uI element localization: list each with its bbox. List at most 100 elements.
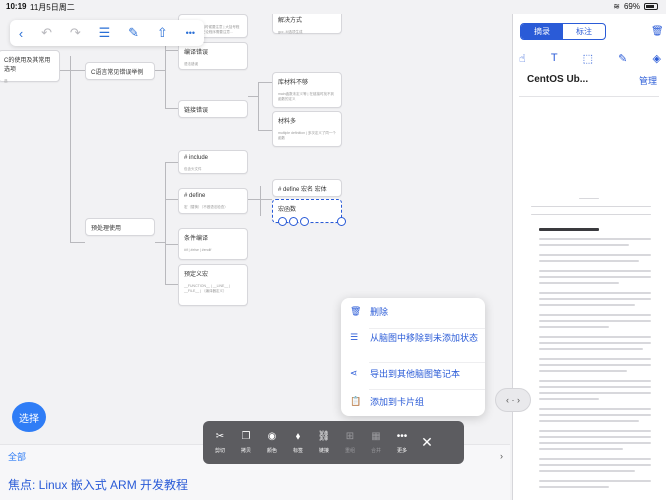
mindmap-node[interactable]: # include 包含头文件 (178, 150, 248, 174)
divider (369, 328, 485, 329)
tag-button[interactable]: ⬧ 标签 (285, 431, 311, 454)
close-icon[interactable]: ✕ (421, 434, 433, 450)
menu-item-delete[interactable]: 🗑 删除 (341, 306, 485, 328)
text-line (539, 326, 609, 328)
text-line (539, 380, 651, 382)
node-note: __FUNCTION__ | __LINE__ | __FILE__ | （编译… (184, 284, 231, 293)
text-line (531, 214, 651, 215)
mindmap-node[interactable]: # define 宏名 宏体 (272, 179, 342, 197)
status-bar: 10:19 11月5日周二 ≋ 69% (0, 0, 666, 14)
mindmap-node[interactable]: 材料多 multiple definition | 多次定义了同一个函数 (272, 111, 342, 147)
shape-icon[interactable]: ◈ (652, 53, 661, 65)
node-label: 库材料不够 (278, 80, 309, 86)
handle-icon[interactable] (300, 217, 309, 226)
text-line (539, 370, 627, 372)
focus-title[interactable]: 焦点: Linux 嵌入式 ARM 开发教程 (8, 478, 189, 492)
list-icon: ☰ (350, 332, 359, 342)
status-time: 10:19 (6, 2, 27, 11)
text-line (539, 348, 643, 350)
mindmap-node[interactable]: 条件编译 #if | #else | #endif (178, 228, 248, 260)
node-label: 编译错误 (184, 50, 209, 56)
action-label: 颜色 (266, 448, 277, 454)
edit-icon[interactable]: ✎ (128, 25, 140, 40)
more-icon[interactable]: ••• (185, 28, 196, 38)
mindmap-node[interactable]: C语言常见错误举例 (85, 62, 155, 80)
menu-item-remove-from-map[interactable]: ☰ 从脑图中移除到未添加状态 (341, 332, 485, 360)
node-note: multiple definition | 多次定义了同一个函数 (278, 131, 336, 140)
text-line (539, 358, 651, 360)
merge-button[interactable]: ▦合并 (363, 431, 389, 454)
doc-title: CentOS Ub... (527, 74, 589, 85)
hand-pointer-icon[interactable]: ☝ (519, 53, 526, 65)
outline-list-icon[interactable]: ☰ (98, 25, 111, 40)
tab-annotate[interactable]: 标注 (576, 27, 592, 36)
link-button[interactable]: ⛓链接 (311, 431, 337, 454)
connector (248, 96, 258, 97)
mindmap-node[interactable]: 链接错误 (178, 100, 248, 118)
chevron-right-icon[interactable]: › (500, 451, 503, 461)
menu-item-export[interactable]: ⋖ 导出到其他脑图笔记本 (341, 368, 485, 388)
all-link[interactable]: 全部 (8, 452, 27, 462)
mindmap-node[interactable]: # define 宏（替换）（不做语法检查） (178, 188, 248, 214)
text-line (539, 270, 651, 272)
trash-icon[interactable]: 🗑 (651, 26, 664, 37)
node-label: 预处理使用 (91, 226, 122, 232)
rect-select-icon[interactable]: ⬚ (582, 53, 594, 65)
undo-icon[interactable]: ↶ (41, 25, 53, 40)
mindmap-node[interactable]: 编译错误 语法错误 (178, 42, 248, 70)
mindmap-canvas[interactable]: C的使用及其常用选项 选 C语言常见错误举例 在编写程序的时候要注意 | 大括号… (0, 14, 510, 444)
copy-button[interactable]: ❐拷贝 (233, 431, 259, 454)
battery-percent: 69% (623, 2, 640, 11)
divider (369, 389, 485, 390)
manage-button[interactable]: 管理 (639, 76, 658, 86)
wifi-icon: ≋ (613, 2, 620, 11)
mindmap-node[interactable]: C的使用及其常用选项 选 (0, 50, 60, 83)
text-line (539, 314, 651, 316)
text-select-icon[interactable]: T (550, 52, 558, 64)
connector (260, 186, 261, 216)
menu-item-add-card[interactable]: 📋 添加到卡片组 (341, 396, 485, 414)
menu-item-label: 导出到其他脑图笔记本 (370, 369, 461, 379)
cut-button[interactable]: ✂剪切 (207, 431, 233, 454)
panel-nav-pill[interactable]: ‹ · › (495, 388, 531, 412)
node-label: C语言常见错误举例 (91, 70, 144, 76)
add-child-handle-icon[interactable] (337, 217, 346, 226)
node-label: 材料多 (278, 119, 297, 125)
text-line (579, 198, 599, 199)
mindmap-node[interactable]: 解决方式 gcc -M选项生成 (272, 14, 342, 34)
status-right: ≋ 69% (613, 2, 658, 11)
color-button[interactable]: ◉颜色 (259, 431, 285, 454)
handle-icon[interactable] (278, 217, 287, 226)
handle-icon[interactable] (289, 217, 298, 226)
context-menu: 🗑 删除 ☰ 从脑图中移除到未添加状态 ⋖ 导出到其他脑图笔记本 📋 添加到卡片… (341, 298, 485, 416)
document-page-preview[interactable] (519, 98, 661, 498)
text-line (539, 436, 651, 438)
back-icon[interactable]: ‹ (18, 25, 24, 41)
clipboard-icon: 📋 (350, 396, 362, 406)
text-line (539, 408, 651, 410)
mindmap-node[interactable]: 预处理使用 (85, 218, 155, 236)
node-label: 宏函数 (278, 207, 297, 213)
selection-handles[interactable] (278, 217, 309, 226)
text-line (539, 276, 651, 278)
more-button[interactable]: •••更多 (389, 431, 415, 454)
tag-icon: ⬧ (295, 431, 301, 442)
mindmap-node[interactable]: 预定义宏 __FUNCTION__ | __LINE__ | __FILE__ … (178, 264, 248, 306)
redo-icon[interactable]: ↷ (69, 25, 81, 40)
panel-segmented-control[interactable]: 摘录 标注 (520, 23, 606, 40)
node-label: # include (184, 155, 209, 161)
mindmap-node[interactable]: 库材料不够 main函数未定义等 | 在链接时找不到函数的定义 (272, 72, 342, 108)
share-icon[interactable]: ⇧ (156, 25, 168, 40)
divider (369, 362, 485, 363)
text-line (539, 480, 651, 482)
tab-excerpt[interactable]: 摘录 (521, 24, 563, 39)
action-label: 标签 (292, 448, 303, 454)
select-button[interactable]: 选择 (12, 402, 46, 432)
connector (258, 82, 259, 130)
battery-icon (644, 3, 658, 10)
menu-item-label: 添加到卡片组 (370, 397, 425, 407)
divider (519, 96, 659, 97)
pen-icon[interactable]: ✎ (618, 53, 628, 65)
heading-line (539, 228, 599, 231)
regroup-button[interactable]: ⊞重组 (337, 431, 363, 454)
